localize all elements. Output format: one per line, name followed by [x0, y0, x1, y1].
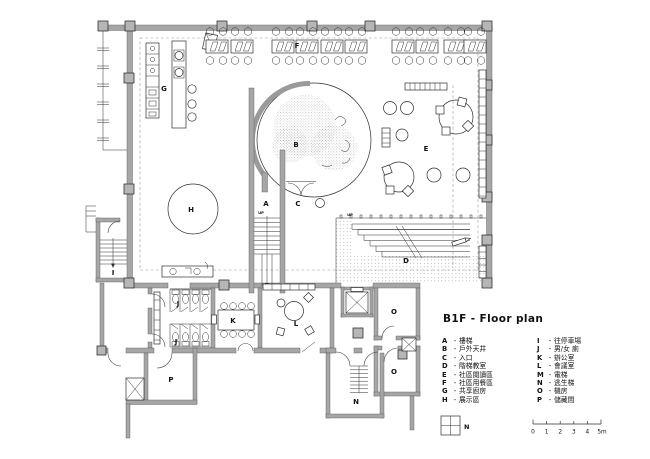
room-label-j: J	[174, 338, 178, 346]
room-label-b: B	[293, 141, 298, 149]
structural-columns	[96, 20, 493, 360]
dashed-boundary	[139, 37, 479, 271]
scale-bar: 0 1 2 3 4 5m	[531, 419, 607, 436]
display-area-h	[167, 183, 219, 235]
legend-item-n: N-逃生梯	[537, 378, 575, 387]
legend-item-e: E-社區閱讀區	[442, 370, 493, 379]
scale-tick-2: 2	[558, 430, 562, 436]
north-label: N	[464, 423, 469, 431]
up-label-stair-a: UP	[258, 210, 264, 215]
room-label-k: K	[230, 317, 236, 325]
legend-item-k: K-辦公室	[537, 353, 575, 362]
legend-item-a: A-樓梯	[442, 337, 473, 345]
legend-item-b: B-戶外天井	[442, 345, 487, 354]
scale-tick-4: 4	[586, 430, 590, 436]
page-title: B1F - Floor plan	[443, 313, 544, 325]
room-label-n: N	[353, 398, 359, 406]
room-label-g: G	[161, 85, 167, 93]
room-label-i: I	[112, 269, 115, 277]
scale-tick-5: 5m	[597, 430, 607, 436]
entrance-c	[286, 181, 325, 208]
room-label-j: J	[176, 300, 180, 308]
parking-stair-i	[85, 205, 127, 268]
room-label-o: O	[391, 368, 397, 376]
annex-walls	[95, 217, 421, 439]
room-label-o: O	[391, 308, 397, 316]
curved-wall	[249, 80, 311, 177]
legend-item-l: L-會議室	[537, 362, 575, 371]
room-label-l: L	[294, 320, 299, 328]
stepped-classroom-d	[335, 214, 486, 283]
storage-p	[107, 352, 173, 401]
legend-item-j: J-男/女 廁	[537, 345, 579, 354]
machine-rooms-o	[381, 325, 417, 363]
up-label-classroom-d: UP	[347, 212, 353, 217]
toilets-j	[151, 288, 211, 348]
reading-area-e	[381, 69, 487, 279]
room-label-d: D	[403, 257, 409, 265]
legend-item-m: M-電梯	[537, 370, 568, 379]
room-label-c: C	[295, 200, 300, 208]
scale-tick-3: 3	[572, 430, 576, 436]
legend-item-d: D-階梯教室	[442, 362, 487, 371]
meeting-room-l	[262, 283, 316, 353]
room-label-a: A	[263, 200, 269, 208]
room-label-f: F	[295, 42, 300, 50]
room-label-p: P	[168, 376, 173, 384]
elevator-m	[340, 286, 374, 318]
legend-item-f: F-社區用餐區	[442, 378, 493, 387]
dining-tables-f	[205, 27, 487, 65]
legend-item-p: P-儲藏間	[537, 395, 575, 404]
legend-item-i: I-往停車場	[537, 337, 582, 345]
legend-column-right: I-往停車場 J-男/女 廁 K-辦公室 L-會議室 M-電梯 N-逃生梯 O-…	[537, 337, 581, 404]
sink-counter	[161, 261, 214, 278]
room-label-h: H	[188, 206, 194, 214]
office-k	[211, 302, 260, 352]
legend-item-o: O-機房	[537, 387, 568, 396]
legend-item-c: C-入口	[442, 353, 473, 362]
scale-tick-0: 0	[531, 430, 535, 436]
scale-tick-1: 1	[545, 430, 549, 436]
courtyard-b	[249, 80, 372, 198]
room-label-e: E	[424, 145, 429, 153]
legend-item-h: H-展示區	[442, 395, 480, 404]
legend-item-g: G-共享廚房	[442, 387, 487, 396]
kitchen-g	[145, 32, 218, 129]
escape-stair-n	[335, 351, 379, 393]
room-labels: A B C D E F G H I J J K L N O O P UP UP	[112, 42, 429, 406]
legend-column-left: A-樓梯 B-戶外天井 C-入口 D-階梯教室 E-社區閱讀區 F-社區用餐區 …	[442, 337, 493, 404]
north-symbol: N	[440, 415, 469, 436]
